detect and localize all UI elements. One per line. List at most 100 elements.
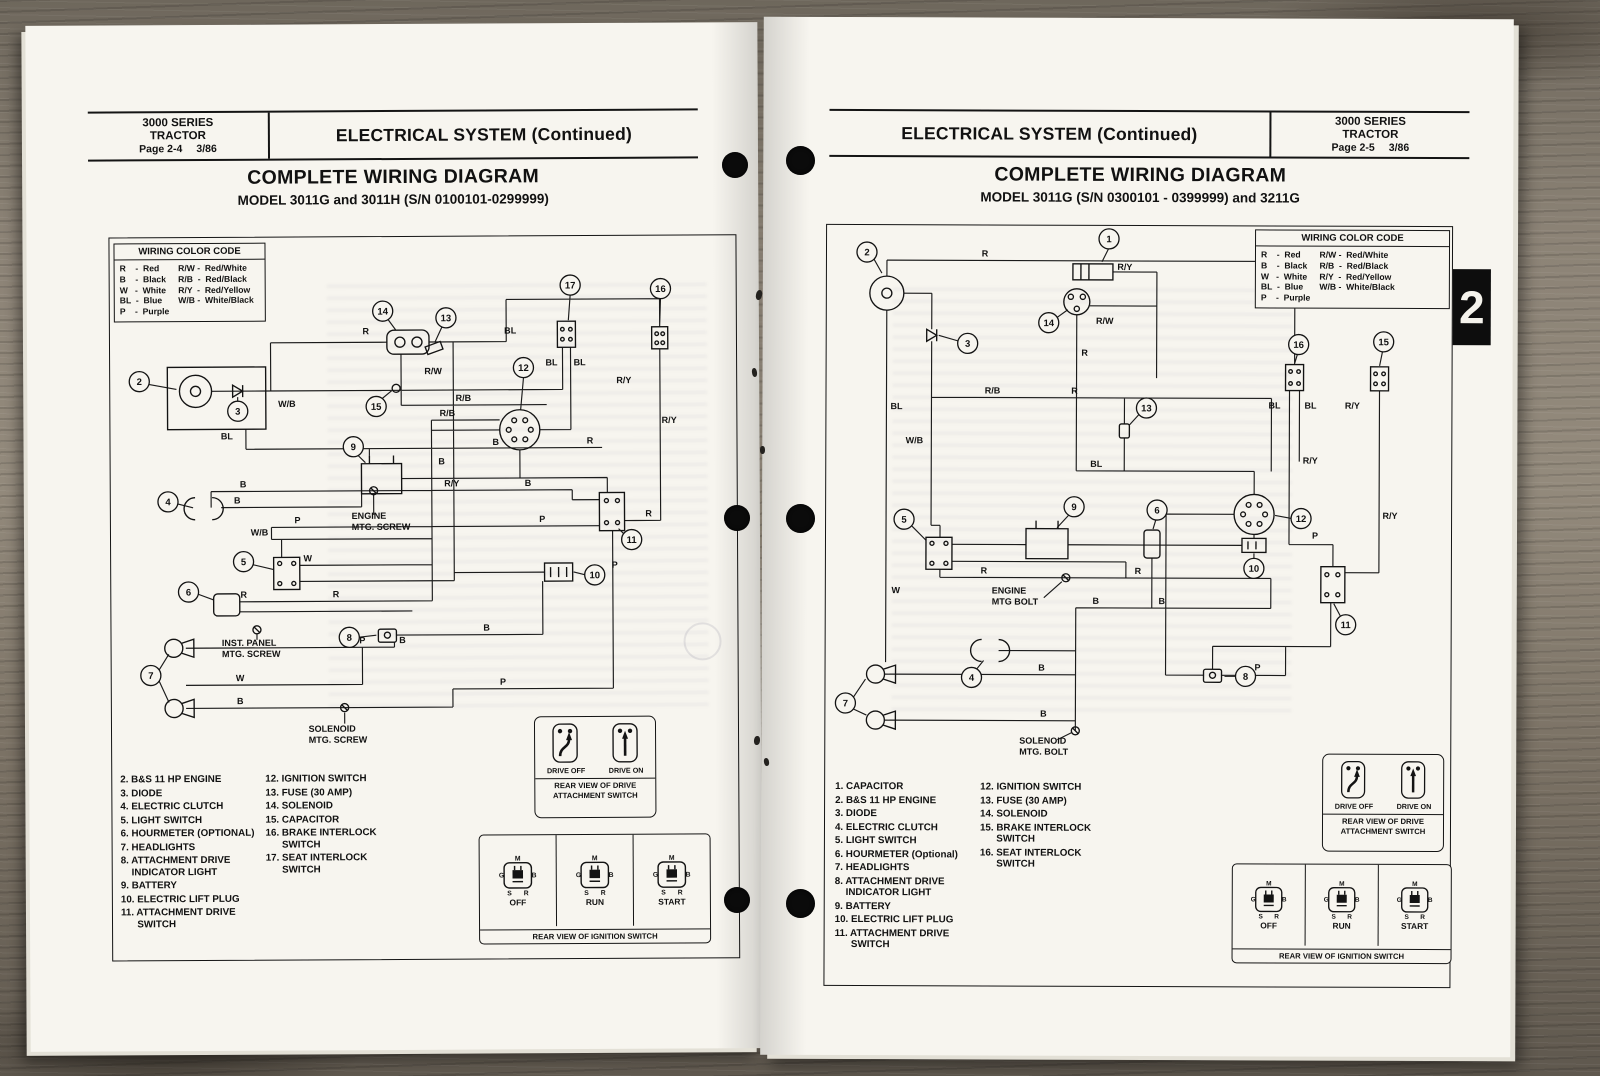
- svg-text:7: 7: [843, 698, 848, 709]
- ignition-start-label: START: [658, 896, 686, 907]
- diagram-note: SOLENOID: [309, 724, 357, 734]
- wire-color-label: BL: [890, 401, 903, 411]
- svg-text:R: R: [1347, 913, 1352, 919]
- brake-interlock-symbol: [650, 326, 669, 350]
- clutch-symbol: [970, 638, 982, 663]
- list-item: W/B - White/Black: [178, 295, 254, 306]
- wire-color-label: W: [303, 553, 312, 563]
- svg-text:M: M: [1339, 880, 1344, 887]
- list-item: 4. ELECTRIC CLUTCH: [120, 800, 224, 813]
- svg-text:R: R: [1420, 914, 1425, 920]
- svg-text:3: 3: [965, 339, 970, 350]
- list-item: 12. IGNITION SWITCH: [980, 781, 1082, 793]
- wire-color-label: R/B: [456, 393, 472, 403]
- page-header: ELECTRICAL SYSTEM (Continued) 3000 SERIE…: [829, 108, 1470, 160]
- clutch-symbol: [183, 497, 196, 521]
- svg-text:R: R: [1274, 913, 1279, 919]
- svg-text:M: M: [669, 855, 675, 862]
- callout-6: 6: [1146, 499, 1168, 521]
- svg-text:S: S: [1331, 913, 1336, 919]
- list-item: 3. DIODE: [120, 787, 163, 799]
- headlight-symbol: [865, 710, 886, 730]
- callout-6: 6: [177, 581, 200, 603]
- binder-hole: [724, 887, 750, 913]
- ignition-box-caption: REAR VIEW OF IGNITION SWITCH: [480, 927, 711, 944]
- bolt-symbol: [1061, 573, 1071, 583]
- svg-text:12: 12: [1296, 514, 1307, 525]
- wire-color-label: P: [1255, 662, 1261, 672]
- svg-text:8: 8: [1243, 672, 1248, 683]
- callout-4: 4: [157, 491, 179, 513]
- wire-color-label: R: [333, 589, 340, 599]
- wire-color-label: P: [500, 677, 506, 687]
- callout-17: 17: [559, 274, 581, 296]
- diagram-title: COMPLETE WIRING DIAGRAM: [247, 165, 540, 189]
- drive-on-icon: [1401, 761, 1426, 799]
- wire-color-label: B: [492, 437, 499, 447]
- diode-symbol: [926, 328, 939, 343]
- list-item: 12. IGNITION SWITCH: [265, 773, 367, 785]
- engine-symbol: [869, 275, 905, 311]
- binder-hole: [724, 505, 750, 531]
- wire-color-label: BL: [545, 357, 558, 367]
- lift-plug-symbol: [543, 562, 574, 582]
- callout-10: 10: [584, 564, 606, 586]
- wire-color-label: R: [981, 565, 988, 575]
- solenoid-symbol: [1063, 288, 1091, 316]
- wire-color-label: R: [240, 590, 247, 600]
- wire-color-label: P: [294, 515, 300, 525]
- svg-text:B: B: [686, 871, 691, 878]
- diagram-note: ENGINE: [992, 585, 1027, 595]
- svg-text:13: 13: [441, 313, 452, 324]
- callout-11: 11: [1335, 614, 1357, 636]
- hourmeter-symbol: [1143, 529, 1161, 559]
- fold-speck: [755, 289, 763, 301]
- callout-15: 15: [1373, 331, 1395, 353]
- svg-text:G: G: [1251, 896, 1256, 903]
- wire-color-label: B: [1038, 663, 1045, 673]
- seat-interlock-symbol: [1284, 363, 1305, 392]
- page-number: Page 2-4: [139, 142, 183, 155]
- list-item: 5. LIGHT SWITCH: [120, 814, 203, 826]
- drive-off-label: DRIVE OFF: [1334, 801, 1374, 811]
- diode-symbol: [231, 383, 244, 399]
- svg-text:R: R: [678, 889, 683, 895]
- callout-8: 8: [338, 626, 360, 649]
- wire-color-label: R: [587, 435, 594, 445]
- section-title: ELECTRICAL SYSTEM (Continued): [335, 123, 633, 145]
- page-right: ELECTRICAL SYSTEM (Continued) 3000 SERIE…: [760, 16, 1514, 1058]
- svg-text:M: M: [515, 855, 521, 862]
- ignition-switch-symbol: [1233, 493, 1275, 536]
- callout-3: 3: [227, 400, 249, 422]
- wire-color-label: R/Y: [1117, 262, 1132, 272]
- svg-text:G: G: [1397, 897, 1402, 904]
- series-title: 3000 SERIES: [1334, 115, 1406, 128]
- drive-attachment-switch-box: DRIVE OFF DRIVE ON REAR VIEW OF DRIVE AT…: [1321, 753, 1445, 853]
- ignition-run-label: RUN: [1332, 920, 1351, 931]
- list-item: R/Y - Red/Yellow: [1319, 271, 1392, 282]
- page-info-box: 3000 SERIES TRACTOR Page 2-4 3/86: [88, 113, 268, 160]
- wire-color-label: B: [234, 495, 241, 505]
- list-item: R/Y - Red/Yellow: [178, 284, 251, 295]
- list-item: 13. FUSE (30 AMP): [980, 794, 1067, 807]
- callout-10: 10: [1243, 557, 1265, 580]
- list-item: 7. HEADLIGHTS: [120, 841, 196, 853]
- wire-color-label: R/Y: [1303, 456, 1318, 466]
- callout-14: 14: [1038, 312, 1060, 334]
- callout-9: 9: [1063, 496, 1085, 518]
- list-item: 8. ATTACHMENT DRIVE INDICATOR LIGHT: [120, 854, 231, 878]
- svg-text:5: 5: [901, 515, 907, 526]
- svg-text:13: 13: [1141, 403, 1152, 414]
- screw-symbol: [339, 702, 350, 713]
- wires: [852, 247, 1384, 741]
- engine-box: [166, 366, 267, 431]
- callout-2: 2: [856, 241, 878, 263]
- svg-text:15: 15: [371, 402, 382, 413]
- svg-text:5: 5: [241, 557, 247, 568]
